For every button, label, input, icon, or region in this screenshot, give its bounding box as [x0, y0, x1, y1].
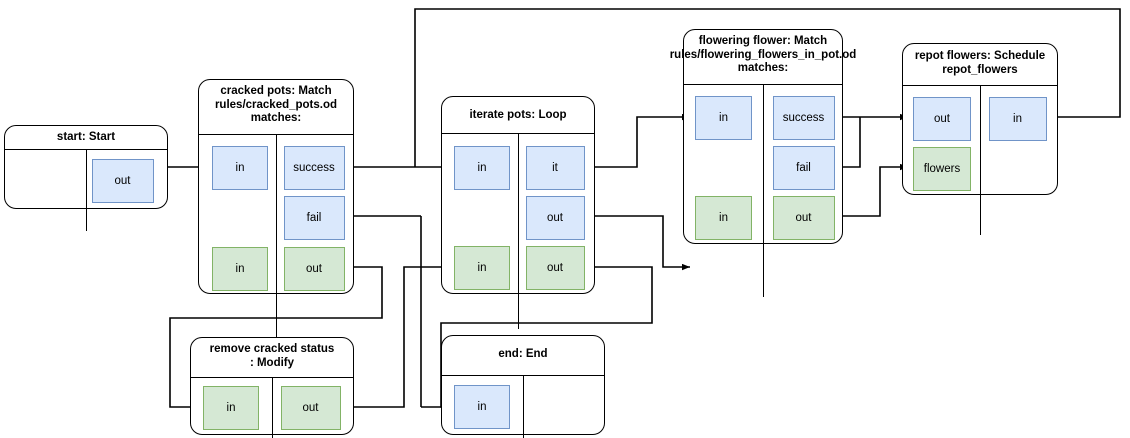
port-remove-cracked-status-out[interactable]: out: [280, 386, 341, 430]
port-remove-cracked-status-in[interactable]: in: [203, 386, 259, 430]
port-iterate-pots-out-blue[interactable]: out: [525, 196, 585, 240]
port-flowering-flower-fail[interactable]: fail: [772, 146, 835, 190]
edge-iterate-outblue-to-flowering-ingreen: [592, 215, 690, 271]
node-repot-flowers-body: out flowers in: [903, 86, 1057, 235]
node-iterate-pots-title: iterate pots: Loop: [442, 97, 594, 134]
node-iterate-pots-right-col: it out out: [519, 134, 595, 329]
node-remove-cracked-status[interactable]: remove cracked status : Modify in out: [190, 337, 354, 438]
port-flowering-flower-success[interactable]: success: [772, 96, 835, 140]
port-iterate-pots-out-green[interactable]: out: [525, 246, 585, 290]
edge-iterate-it-to-flowering-in: [592, 113, 690, 168]
port-repot-flowers-flowers[interactable]: flowers: [913, 147, 971, 191]
port-iterate-pots-in-blue[interactable]: in: [454, 146, 510, 190]
node-start-body: out: [5, 149, 168, 231]
node-repot-flowers-right-col: in: [981, 86, 1058, 235]
port-flowering-flower-in-green[interactable]: in: [695, 196, 752, 240]
node-cracked-pots-body: in in success fail out: [199, 135, 353, 347]
node-repot-flowers-left-col: out flowers: [903, 86, 981, 235]
port-end-in[interactable]: in: [454, 385, 510, 429]
node-start-left-col: [5, 149, 87, 231]
node-cracked-pots-right-col: success fail out: [277, 135, 354, 347]
node-repot-flowers[interactable]: repot flowers: Schedule repot_flowers ou…: [902, 43, 1058, 235]
node-flowering-flower-right-col: success fail out: [764, 85, 843, 297]
port-flowering-flower-in-blue[interactable]: in: [695, 96, 752, 140]
edge-flowering-out-to-repot-flowers: [838, 163, 908, 217]
port-iterate-pots-in-green[interactable]: in: [454, 246, 510, 290]
node-end-title: end: End: [442, 336, 604, 376]
node-remove-cracked-status-left-col: in: [191, 378, 273, 438]
node-end-body: in: [442, 376, 604, 438]
node-flowering-flower-title: flowering flower: Match rules/flowering_…: [670, 30, 856, 85]
node-remove-cracked-status-right-col: out: [273, 378, 354, 438]
node-iterate-pots-left-col: in in: [442, 134, 519, 329]
port-iterate-pots-it[interactable]: it: [525, 146, 585, 190]
node-cracked-pots-title: cracked pots: Match rules/cracked_pots.o…: [199, 80, 353, 135]
node-end[interactable]: end: End in: [441, 335, 605, 438]
node-flowering-flower-left-col: in in: [684, 85, 764, 297]
port-cracked-pots-in-green[interactable]: in: [212, 247, 268, 291]
node-remove-cracked-status-body: in out: [191, 378, 353, 438]
node-start-title: start: Start: [5, 126, 167, 150]
node-repot-flowers-title: repot flowers: Schedule repot_flowers: [903, 44, 1057, 86]
port-cracked-pots-out[interactable]: out: [283, 247, 345, 291]
node-flowering-flower-body: in in success fail out: [684, 85, 842, 297]
node-cracked-pots[interactable]: cracked pots: Match rules/cracked_pots.o…: [198, 79, 354, 347]
node-flowering-flower[interactable]: flowering flower: Match rules/flowering_…: [670, 29, 856, 297]
port-repot-flowers-out[interactable]: out: [913, 97, 971, 141]
node-iterate-pots[interactable]: iterate pots: Loop in in it out out: [441, 96, 595, 329]
node-cracked-pots-left-col: in in: [199, 135, 277, 347]
node-iterate-pots-body: in in it out out: [442, 134, 594, 329]
edge-remove-out-to-iterate-ingreen: [352, 263, 452, 408]
port-cracked-pots-fail[interactable]: fail: [283, 196, 345, 240]
port-repot-flowers-in[interactable]: in: [988, 97, 1047, 141]
node-start[interactable]: start: Start out: [4, 125, 168, 231]
node-end-right-col: [524, 376, 605, 438]
node-end-left-col: in: [442, 376, 524, 438]
port-start-out[interactable]: out: [91, 158, 154, 203]
port-flowering-flower-out[interactable]: out: [772, 196, 835, 240]
port-cracked-pots-success[interactable]: success: [283, 146, 345, 190]
port-cracked-pots-in-blue[interactable]: in: [212, 146, 268, 190]
node-remove-cracked-status-title: remove cracked status : Modify: [191, 338, 353, 378]
node-start-right-col: out: [87, 150, 168, 231]
